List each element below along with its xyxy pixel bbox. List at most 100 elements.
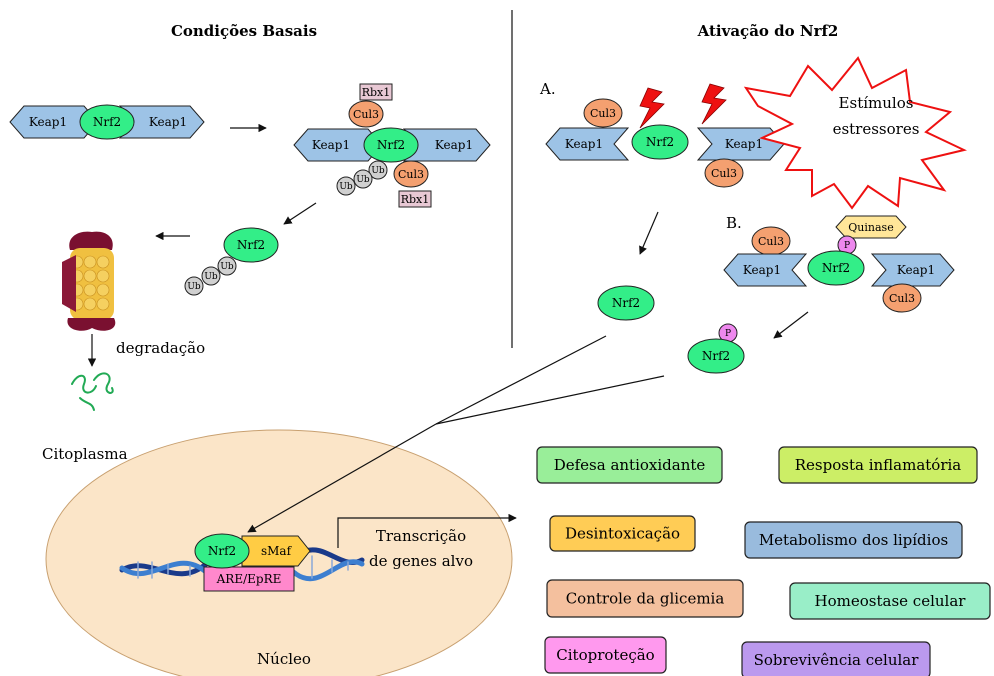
- nrf2-label: Nrf2: [702, 349, 730, 363]
- ub-label: Ub: [339, 182, 353, 192]
- outcome-box: [789, 582, 991, 620]
- quinase-label: Quinase: [848, 221, 893, 234]
- nrf2-label: Nrf2: [237, 238, 265, 252]
- basal-complex-2: Rbx1 Cul3 Keap1 Keap1 Nrf2 Cul3 Rbx1 Ub …: [293, 83, 491, 208]
- outcome-label: Controle da glicemia: [566, 590, 725, 608]
- keap1-left: [723, 253, 808, 287]
- activation-a-complex: Cul3 Keap1 Nrf2 Keap1 Cul3: [545, 83, 785, 188]
- rbx1-label: Rbx1: [401, 193, 430, 206]
- keap1-label: Keap1: [725, 137, 763, 151]
- ub-3: [336, 176, 356, 196]
- nrf2-phosphorylated: P Nrf2: [687, 323, 745, 374]
- basal-complex-1: Keap1 Keap1 Nrf2: [9, 104, 205, 140]
- keap1-label: Keap1: [29, 115, 67, 129]
- keap1-label: Keap1: [897, 263, 935, 277]
- outcome-box: [536, 446, 723, 484]
- stress-stimulus-burst-icon: [743, 56, 967, 210]
- translocation-line-a: [435, 335, 607, 425]
- keap1-left: [545, 127, 630, 161]
- ub-label: Ub: [371, 166, 385, 176]
- nucleus-label: Núcleo: [257, 650, 311, 668]
- keap1-label: Keap1: [565, 137, 603, 151]
- outcome-label: Metabolismo dos lipídios: [759, 531, 948, 549]
- stress-label-1: Estímulos: [839, 94, 914, 112]
- nrf2-ubiquitinated: Nrf2 Ub Ub Ub: [184, 227, 279, 296]
- outcome-box: [549, 515, 696, 552]
- smaf-label: sMaf: [261, 544, 293, 558]
- rbx1-label: Rbx1: [362, 86, 391, 99]
- transcription-complex: ARE/EpRE sMaf Nrf2: [194, 533, 311, 592]
- cul3-label: Cul3: [711, 167, 737, 180]
- nrf2: [687, 338, 745, 374]
- nrf2-label: Nrf2: [822, 261, 850, 275]
- degradation-label: degradação: [116, 339, 205, 357]
- transcription-label-1: Transcrição: [376, 527, 466, 545]
- nrf2: [631, 124, 689, 160]
- arrow-b-to-nrf2: [773, 311, 809, 339]
- nrf2: [223, 227, 279, 263]
- are-element: [203, 566, 295, 592]
- outcome-box: [544, 636, 667, 674]
- cul3-label: Cul3: [353, 108, 379, 121]
- translocation-line-b: [435, 375, 665, 425]
- transcription-arrow: [337, 513, 517, 548]
- cul3-bottom: [393, 160, 429, 188]
- ub-2: [201, 266, 221, 286]
- outcome-box: [741, 641, 931, 676]
- ub-label: Ub: [187, 282, 201, 292]
- keap1-right: [696, 127, 785, 161]
- header-basal: Condições Basais: [171, 22, 317, 40]
- outcome-label: Homeostase celular: [815, 592, 967, 610]
- rbx1-top: [359, 83, 393, 101]
- proteasome-icon: [62, 231, 116, 331]
- cul3-label: Cul3: [889, 292, 915, 305]
- cul3: [583, 98, 623, 128]
- outcome-box: [744, 521, 963, 559]
- nrf2: [597, 285, 655, 321]
- phosphate-label: P: [725, 329, 731, 339]
- cytoplasm-label: Citoplasma: [42, 445, 128, 463]
- nrf2: [363, 127, 419, 163]
- keap1-label: Keap1: [435, 138, 473, 152]
- ub-1: [368, 160, 388, 180]
- nrf2-free: Nrf2: [597, 285, 655, 321]
- keap1-right: [870, 253, 955, 287]
- outcome-box: [778, 446, 978, 484]
- transcription-label-2: de genes alvo: [369, 552, 473, 570]
- arrow-a-to-nrf2: [639, 211, 659, 255]
- arrow-basal-2: [283, 202, 317, 225]
- ub-1: [217, 256, 237, 276]
- keap1-label: Keap1: [743, 263, 781, 277]
- phosphate-label: P: [844, 241, 850, 251]
- outcome-box: [546, 579, 744, 618]
- stress-label-2: estressores: [833, 120, 920, 138]
- nrf2-label: Nrf2: [208, 544, 236, 558]
- are-label: ARE/EpRE: [216, 572, 282, 586]
- translocation-arrow: [247, 423, 437, 533]
- nrf2-label: Nrf2: [93, 115, 121, 129]
- ub-2: [353, 169, 373, 189]
- cul3: [882, 283, 922, 313]
- lightning-icon: [639, 87, 665, 129]
- nrf2: [194, 533, 250, 569]
- lightning-icon: [701, 83, 727, 125]
- outcome-label: Citoproteção: [556, 646, 654, 664]
- cul3-label: Cul3: [758, 235, 784, 248]
- outcome-label: Sobrevivência celular: [754, 651, 920, 669]
- outcome-label: Desintoxicação: [565, 525, 680, 543]
- cul3: [704, 158, 744, 188]
- activation-b-complex: Quinase Cul3 Keap1 P Nrf2 Keap1 Cul3: [723, 215, 955, 313]
- cul3-top: [348, 100, 384, 128]
- panel-b-label: B.: [726, 214, 742, 232]
- header-activation: Ativação do Nrf2: [697, 22, 839, 40]
- cul3-label: Cul3: [590, 107, 616, 120]
- peptide-fragments-icon: [71, 372, 114, 411]
- panel-a-label: A.: [539, 80, 556, 98]
- ub-label: Ub: [204, 272, 218, 282]
- nrf2-label: Nrf2: [646, 135, 674, 149]
- cul3-label: Cul3: [398, 168, 424, 181]
- nrf2-label: Nrf2: [377, 138, 405, 152]
